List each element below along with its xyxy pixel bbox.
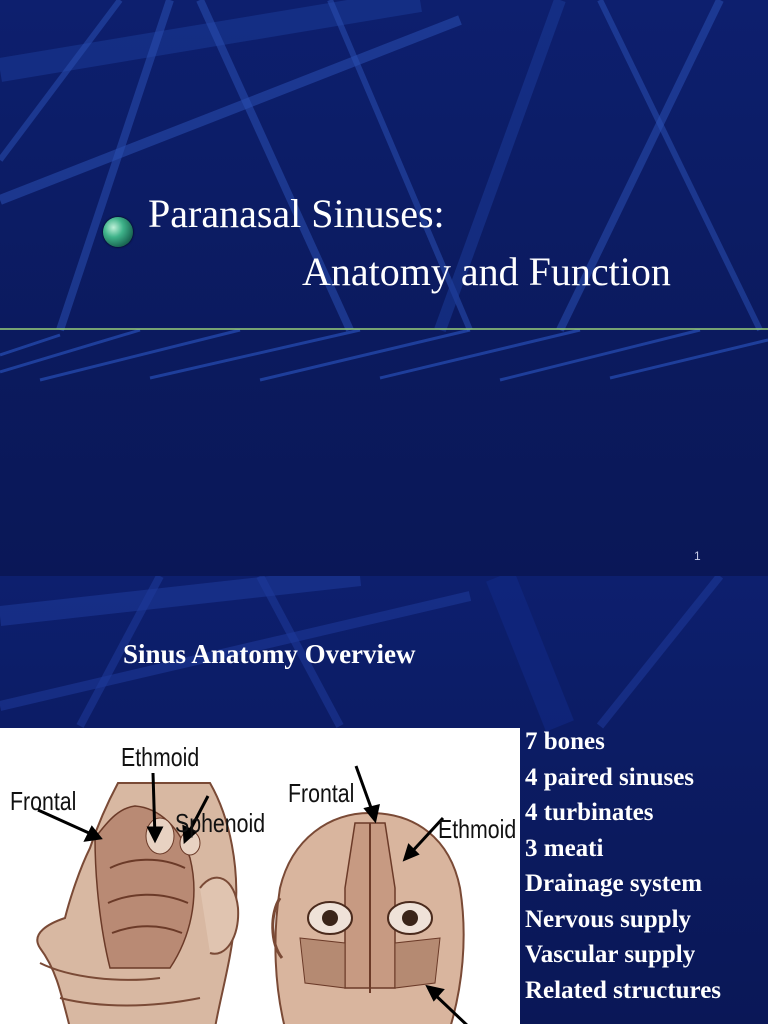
- list-item: Vascular supply: [525, 941, 696, 968]
- slide-heading: Sinus Anatomy Overview: [123, 639, 416, 669]
- title-line-1: Paranasal Sinuses:: [148, 191, 445, 236]
- background-decoration-2: [0, 576, 724, 732]
- list-item: Related structures: [525, 976, 722, 1004]
- label-sphenoid-left: Sphenoid: [175, 808, 266, 838]
- label-ethmoid-right: Ethmoid: [438, 814, 517, 844]
- list-item: 3 meati: [525, 834, 604, 862]
- title-line-2: Anatomy and Function: [302, 249, 671, 294]
- green-globe-bullet-icon: [103, 217, 133, 247]
- content-slide: Sinus Anatomy Overview: [0, 576, 768, 1024]
- label-arrows: [37, 765, 468, 1024]
- label-frontal-right: Frontal: [288, 778, 355, 808]
- anatomy-illustration: [36, 765, 468, 1024]
- title-slide: Paranasal Sinuses: Anatomy and Function …: [0, 0, 768, 576]
- background-decoration: [0, 0, 768, 382]
- list-item: Nervous supply: [525, 905, 692, 933]
- overview-list: 7 bones 4 paired sinuses 4 turbinates 3 …: [525, 724, 721, 1008]
- list-item: Drainage system: [525, 870, 703, 897]
- list-item: 7 bones: [525, 728, 605, 755]
- label-ethmoid-left: Ethmoid: [121, 742, 200, 772]
- sagittal-head-drawing: [36, 782, 240, 1024]
- list-item: 4 paired sinuses: [525, 763, 695, 791]
- label-frontal-left: Frontal: [10, 786, 77, 816]
- slide-number: 1: [694, 549, 701, 563]
- list-item: 4 turbinates: [525, 799, 654, 826]
- sinus-anatomy-figure: Frontal Ethmoid Sphenoid Frontal Ethmoid: [0, 728, 520, 1024]
